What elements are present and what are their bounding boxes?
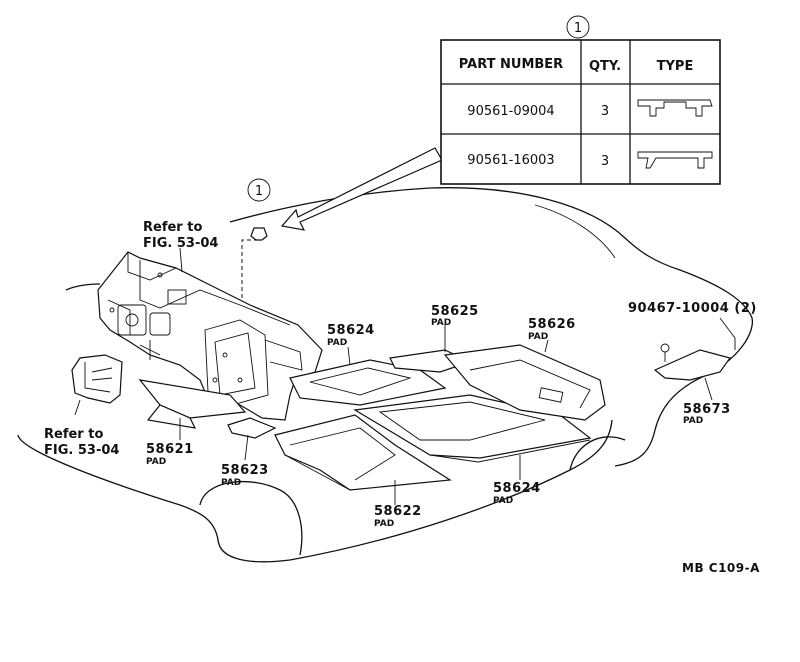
callout-number-clip: 1 <box>255 184 263 199</box>
clip-single-leg-icon <box>637 151 713 169</box>
label-58624-top: 58624 <box>327 323 375 338</box>
pad-58673 <box>653 343 731 381</box>
label-58625: 58625 <box>431 304 479 319</box>
label-90467: 90467-10004 (2) <box>628 301 757 316</box>
label-58626: 58626 <box>528 317 576 332</box>
ref-left-line1: Refer to <box>44 427 103 442</box>
label-58622: 58622 <box>374 504 422 519</box>
parts-table: PART NUMBER QTY. TYPE 90561-09004 3 9056… <box>440 39 721 185</box>
callout-circle-top: 1 <box>566 15 590 39</box>
pad-58621 <box>138 379 247 429</box>
vehicle-body-outline <box>17 187 754 563</box>
label-58621-sub: PAD <box>146 457 166 467</box>
pad-58624-upper <box>289 359 447 406</box>
ref-left-line2: FIG. 53-04 <box>44 443 119 458</box>
callout-arrow <box>280 147 443 231</box>
header-part-number: PART NUMBER <box>459 57 563 72</box>
clip-part <box>241 227 268 300</box>
label-58624-bottom: 58624 <box>493 481 541 496</box>
callout-number-top: 1 <box>574 21 582 36</box>
label-58673-sub: PAD <box>683 416 703 426</box>
label-58621: 58621 <box>146 442 194 457</box>
row2-qty: 3 <box>601 154 609 169</box>
label-58623: 58623 <box>221 463 269 478</box>
clip-double-leg-icon <box>637 99 713 117</box>
pad-58622 <box>274 414 452 491</box>
label-58624-top-sub: PAD <box>327 338 347 348</box>
label-58673: 58673 <box>683 402 731 417</box>
header-qty: QTY. <box>589 59 621 74</box>
label-58625-sub: PAD <box>431 318 451 328</box>
label-58622-sub: PAD <box>374 519 394 529</box>
callout-circle-clip: 1 <box>247 178 271 202</box>
row1-qty: 3 <box>601 104 609 119</box>
row1-part-number: 90561-09004 <box>467 104 554 119</box>
label-58624-bottom-sub: PAD <box>493 496 513 506</box>
row2-part-number: 90561-16003 <box>467 153 554 168</box>
label-58623-sub: PAD <box>221 478 241 488</box>
pad-58623 <box>227 417 277 439</box>
ref-top-line1: Refer to <box>143 220 202 235</box>
figure-code: MB C109-A <box>682 561 760 575</box>
ref-top-line2: FIG. 53-04 <box>143 236 218 251</box>
leader-lines <box>74 247 736 505</box>
side-bracket <box>71 354 123 404</box>
label-58626-sub: PAD <box>528 332 548 342</box>
header-type: TYPE <box>657 59 694 74</box>
dash-panel <box>97 251 323 421</box>
pad-58626 <box>443 344 606 421</box>
